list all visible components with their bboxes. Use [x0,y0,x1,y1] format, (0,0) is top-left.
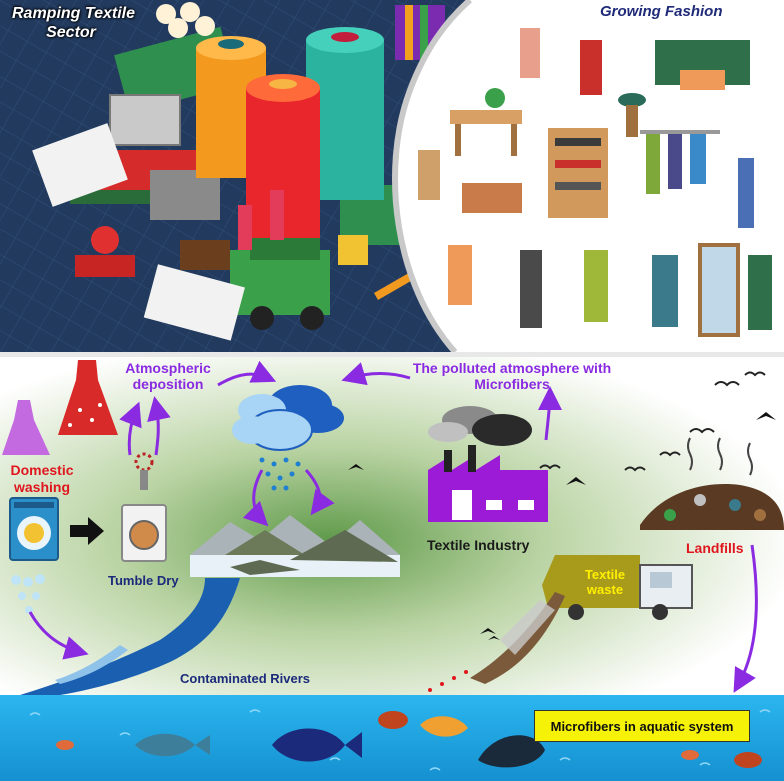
waste-heap [428,592,565,692]
landfill-icon [640,437,784,530]
process-arrow-icon [70,517,104,545]
polluted-atmosphere-label: The polluted atmosphere with Microfibers [404,360,620,392]
rain-cloud-icon [232,385,344,491]
textile-waste-line1: Textile [584,567,626,582]
growing-fashion-title: Growing Fashion [600,3,723,20]
polluted-line1: The polluted atmosphere with [412,360,612,376]
domestic-line1: Domestic [10,462,74,478]
textile-waste-label: Textile waste [570,567,640,597]
tumble-dry-label: Tumble Dry [108,573,179,588]
ramping-textile-title-line1: Ramping Textile [12,5,135,22]
ramping-textile-title-line2: Sector [46,24,96,41]
polluted-line2: Microfibers [474,376,550,392]
flow-arrows [28,360,758,693]
bird-icons [348,412,776,640]
dress-icon [2,360,118,455]
ramping-textile-title: Ramping Textile Sector [12,4,135,42]
contaminated-rivers-label: Contaminated Rivers [180,671,311,686]
tumble-dryer-icon [121,452,167,562]
textile-waste-line2: waste [586,582,624,597]
water-droplets [11,574,45,614]
aquatic-system-box: Microfibers in aquatic system [534,710,750,742]
atmospheric-line1: Atmospheric [125,360,211,376]
landfills-label: Landfills [686,540,744,556]
mountain-landscape [190,515,400,577]
washing-machine-icon [9,497,59,561]
river [20,578,240,695]
atmospheric-deposition-label: Atmospheric deposition [118,360,218,392]
textile-industry-label: Textile Industry [427,537,530,553]
seagull-icons [539,371,766,472]
fashion-panel [392,0,784,354]
textile-factory-icon [428,406,548,522]
garbage-truck-icon [542,555,693,620]
atmospheric-line2: deposition [132,376,204,392]
domestic-line2: washing [13,479,70,495]
domestic-washing-label: Domestic washing [4,462,80,496]
